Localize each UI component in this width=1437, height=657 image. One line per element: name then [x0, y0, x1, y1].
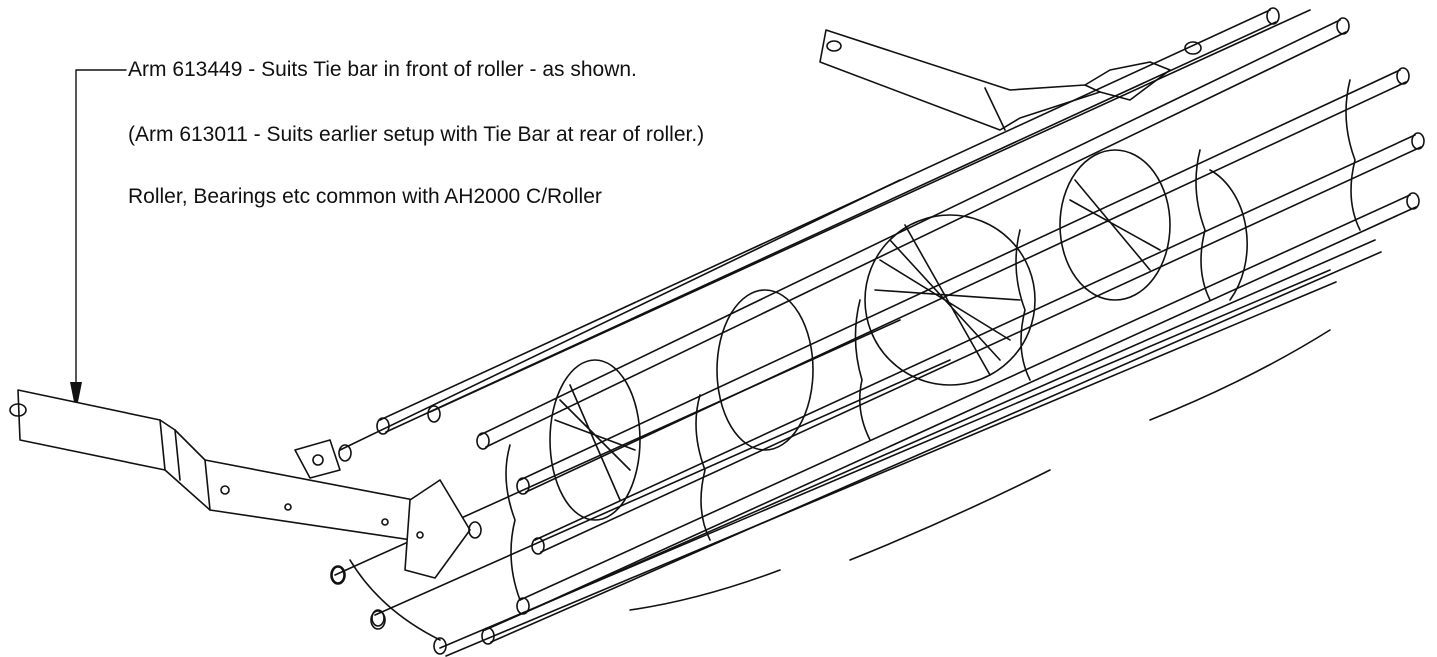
note-common-parts: Roller, Bearings etc common with AH2000 … — [128, 185, 602, 208]
end-stubs — [331, 560, 440, 640]
note-arm-current: Arm 613449 - Suits Tie bar in front of r… — [128, 58, 637, 81]
note-arm-earlier: (Arm 613011 - Suits earlier setup with T… — [128, 123, 705, 146]
bearing-bracket — [295, 440, 481, 578]
leader-arrow — [70, 70, 126, 412]
near-arm — [10, 390, 445, 545]
far-arm — [820, 30, 1201, 130]
roller-discs — [550, 150, 1247, 520]
roller-end-plates — [506, 80, 1360, 610]
roller-rods — [332, 8, 1424, 656]
